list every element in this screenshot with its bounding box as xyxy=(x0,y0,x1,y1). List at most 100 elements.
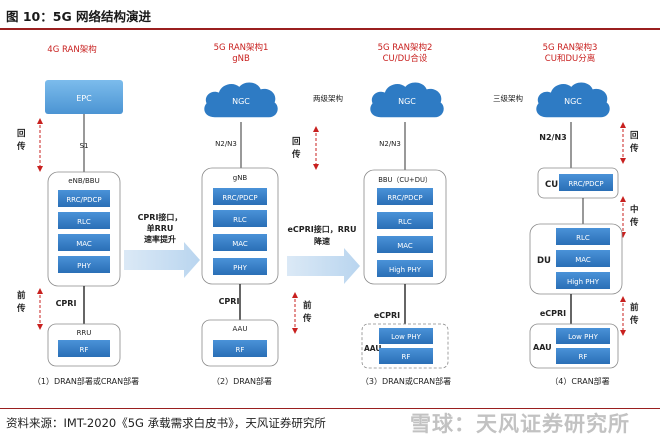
col3-rf-box xyxy=(379,348,433,364)
col2-layer-box xyxy=(213,234,267,251)
col1-rru-label: RRU xyxy=(77,329,92,337)
col4-fronthaul-arrow-down xyxy=(620,330,626,336)
col1-layer-label: PHY xyxy=(77,262,91,270)
col4-cu-label: CU xyxy=(545,180,558,190)
col3-ecpri-label: eCPRI xyxy=(374,311,400,320)
col4-n2n3-label: N2/N3 xyxy=(539,133,566,142)
col4-low-phy-box xyxy=(556,328,610,344)
col4-core-label: NGC xyxy=(564,97,582,106)
col4-fronthaul-label-1: 前 xyxy=(630,302,639,313)
col3-layer-box xyxy=(377,260,433,277)
epc-box xyxy=(45,80,123,114)
col4-low-phy-label: Low PHY xyxy=(568,333,598,341)
col4-fronthaul-arrow-up xyxy=(620,296,626,302)
col3-layer-label: RLC xyxy=(398,218,412,226)
col2-cpri-label: CPRI xyxy=(219,297,240,306)
col1-layer-box xyxy=(58,212,110,229)
col2-backhaul-arrow-down xyxy=(313,164,319,170)
col1-header: 4G RAN架构 xyxy=(47,44,96,55)
column-5g-ran-3: 5G RAN架构3 CU和DU分离 NGC N2/N3 回 传 CU RRC/P… xyxy=(529,42,639,386)
col2-backhaul-label-1: 回 xyxy=(292,137,301,147)
col3-caption: （3）DRAN或CRAN部署 xyxy=(361,376,451,386)
col1-stack: RRC/PDCP RLC MAC PHY xyxy=(58,190,110,273)
col4-du-layer-box xyxy=(556,228,610,245)
mid-fronthaul-label-2: 传 xyxy=(302,313,312,324)
figure-title: 图 10：5G 网络结构演进 xyxy=(6,9,152,24)
col3-layer-label: RRC/PDCP xyxy=(387,194,422,202)
col3-low-phy-label: Low PHY xyxy=(391,333,421,341)
col2-aau-label: AAU xyxy=(233,325,248,333)
col3-header-2: CU/DU合设 xyxy=(383,53,428,64)
col1-layer-box xyxy=(58,256,110,273)
col1-backhaul-arrow-up xyxy=(37,118,43,124)
col4-backhaul-arrow-up xyxy=(620,122,626,128)
col1-layer-box xyxy=(58,234,110,251)
col1-backhaul-arrow-down xyxy=(37,166,43,172)
col4-du-layer-box xyxy=(556,250,610,267)
col4-aau-label: AAU xyxy=(533,343,552,352)
three-tier-note: 三级架构 xyxy=(493,93,523,103)
col4-backhaul-label-2: 传 xyxy=(629,143,639,154)
col1-backhaul-label-2: 传 xyxy=(16,141,26,152)
col2-backhaul-arrow-up xyxy=(313,126,319,132)
col4-caption: （4）CRAN部署 xyxy=(550,376,609,386)
col2-layer-box xyxy=(213,210,267,227)
col4-cu-box-label: RRC/PDCP xyxy=(568,180,603,188)
col2-layer-label: RLC xyxy=(233,216,247,224)
col4-du-layer-label: RLC xyxy=(576,234,590,242)
col2-backhaul-label-2: 传 xyxy=(291,149,301,160)
footer-divider xyxy=(0,408,660,409)
col1-caption: （1）DRAN部署或CRAN部署 xyxy=(33,376,139,386)
arrow1-line1: CPRI接口， xyxy=(138,212,183,222)
col1-layer-label: RLC xyxy=(77,218,91,226)
col3-aau-label: AAU xyxy=(364,344,381,353)
watermark: 雪球：天风证券研究所 xyxy=(410,412,630,436)
col3-layer-label: High PHY xyxy=(389,266,422,274)
col4-rf-label: RF xyxy=(579,353,588,361)
col1-fronthaul-arrow-up xyxy=(37,288,43,294)
col3-n2n3-label: N2/N3 xyxy=(379,140,401,148)
arrow1-line3: 速率提升 xyxy=(144,234,176,244)
col4-cu-box xyxy=(559,174,613,191)
col4-rf-box xyxy=(556,348,610,364)
col4-backhaul-label-1: 回 xyxy=(630,131,639,141)
two-tier-note: 两级架构 xyxy=(313,93,343,103)
col2-layer-label: MAC xyxy=(232,240,248,248)
col2-node-label: gNB xyxy=(233,174,248,182)
col1-layer-label: RRC/PDCP xyxy=(66,196,101,204)
col4-du-layer-box xyxy=(556,272,610,289)
evolution-arrow-2: eCPRI接口，RRU 降速 xyxy=(287,224,360,284)
col1-node-label: eNB/BBU xyxy=(68,177,99,185)
col4-midhaul-label-2: 传 xyxy=(629,217,639,228)
mid-fronthaul-label-1: 前 xyxy=(303,300,312,311)
col3-layer-label: MAC xyxy=(397,242,413,250)
col3-low-phy-box xyxy=(379,328,433,344)
epc-label: EPC xyxy=(76,94,92,103)
col4-backhaul-arrow-down xyxy=(620,158,626,164)
col2-layer-label: RRC/PDCP xyxy=(222,194,257,202)
col1-backhaul-label-1: 回 xyxy=(17,129,26,139)
col3-rf-label: RF xyxy=(402,353,411,361)
col2-layer-box xyxy=(213,258,267,275)
source-note: 资料来源：IMT-2020《5G 承载需求白皮书》，天风证券研究所 xyxy=(6,416,326,430)
evolution-arrow-1: CPRI接口， 单RRU 速率提升 xyxy=(124,212,200,278)
col3-node-label: BBU（CU+DU） xyxy=(378,176,432,184)
col4-fronthaul-label-2: 传 xyxy=(629,315,639,326)
col1-fronthaul-label-1: 前 xyxy=(17,290,26,301)
col1-fronthaul-label-2: 传 xyxy=(16,303,26,314)
col1-rf-label: RF xyxy=(80,346,89,354)
title-bar: 图 10：5G 网络结构演进 xyxy=(0,0,660,30)
col2-core-label: NGC xyxy=(232,97,250,106)
col1-layer-box xyxy=(58,190,110,207)
column-4g-ran: 4G RAN架构 EPC S1 回 传 eNB/BBU RRC/PDCP RLC… xyxy=(16,44,139,386)
mid-fronthaul-arrow-down xyxy=(292,328,298,334)
col3-layer-box xyxy=(377,212,433,229)
col2-header-1: 5G RAN架构1 xyxy=(214,42,269,53)
col4-du-layer-label: High PHY xyxy=(567,278,600,286)
col1-s1-label: S1 xyxy=(80,142,89,150)
arrow1-line2: 单RRU xyxy=(147,223,174,233)
arrow2-line2: 降速 xyxy=(314,236,330,246)
col2-rf-box xyxy=(213,340,267,357)
col1-cpri-label: CPRI xyxy=(56,299,77,308)
col4-header-1: 5G RAN架构3 xyxy=(543,42,598,53)
